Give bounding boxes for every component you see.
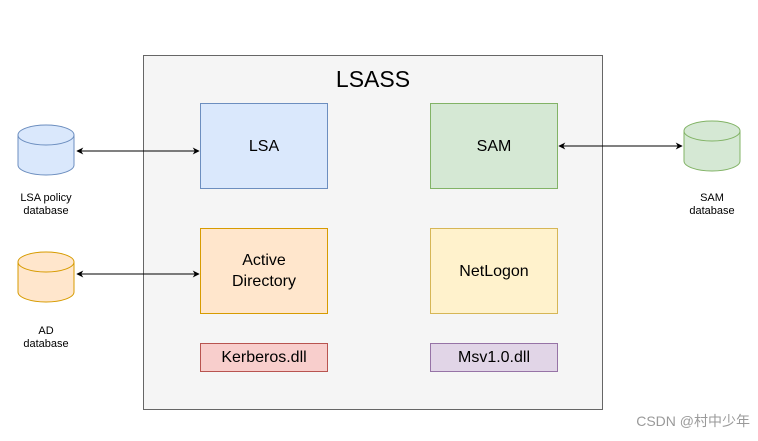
ad-database-label: AD database <box>23 325 69 350</box>
msv-dll-label: Msv1.0.dll <box>457 349 531 366</box>
kerberos-dll-label: Kerberos.dll <box>221 349 307 366</box>
csdn-watermark: CSDN @村中少年 <box>636 413 750 429</box>
active-directory-component: Active Directory <box>200 228 328 314</box>
sam-db-top <box>683 120 741 142</box>
ad-db-top <box>17 251 75 273</box>
kerberos-dll-component: Kerberos.dll <box>200 343 328 372</box>
lsa-policy-database-label: LSA policy database <box>20 192 72 217</box>
sam-db-body <box>683 131 741 172</box>
lsa-db-body <box>17 135 75 176</box>
sam-component: SAM <box>430 103 558 189</box>
active-directory-label: Active Directory <box>231 252 296 290</box>
ad-db-body <box>17 262 75 303</box>
msv-dll-component: Msv1.0.dll <box>430 343 558 372</box>
lsa-policy-database-icon <box>17 124 75 176</box>
lsa-component: LSA <box>200 103 328 189</box>
sam-database-icon <box>683 120 741 172</box>
netlogon-label: NetLogon <box>459 262 529 280</box>
sam-label: SAM <box>476 137 512 155</box>
sam-database-label: SAM database <box>689 192 735 217</box>
ad-database-icon <box>17 251 75 303</box>
lsass-title: LSASS <box>335 66 411 92</box>
lsa-db-top <box>17 124 75 146</box>
lsa-label: LSA <box>248 137 280 155</box>
netlogon-component: NetLogon <box>430 228 558 314</box>
